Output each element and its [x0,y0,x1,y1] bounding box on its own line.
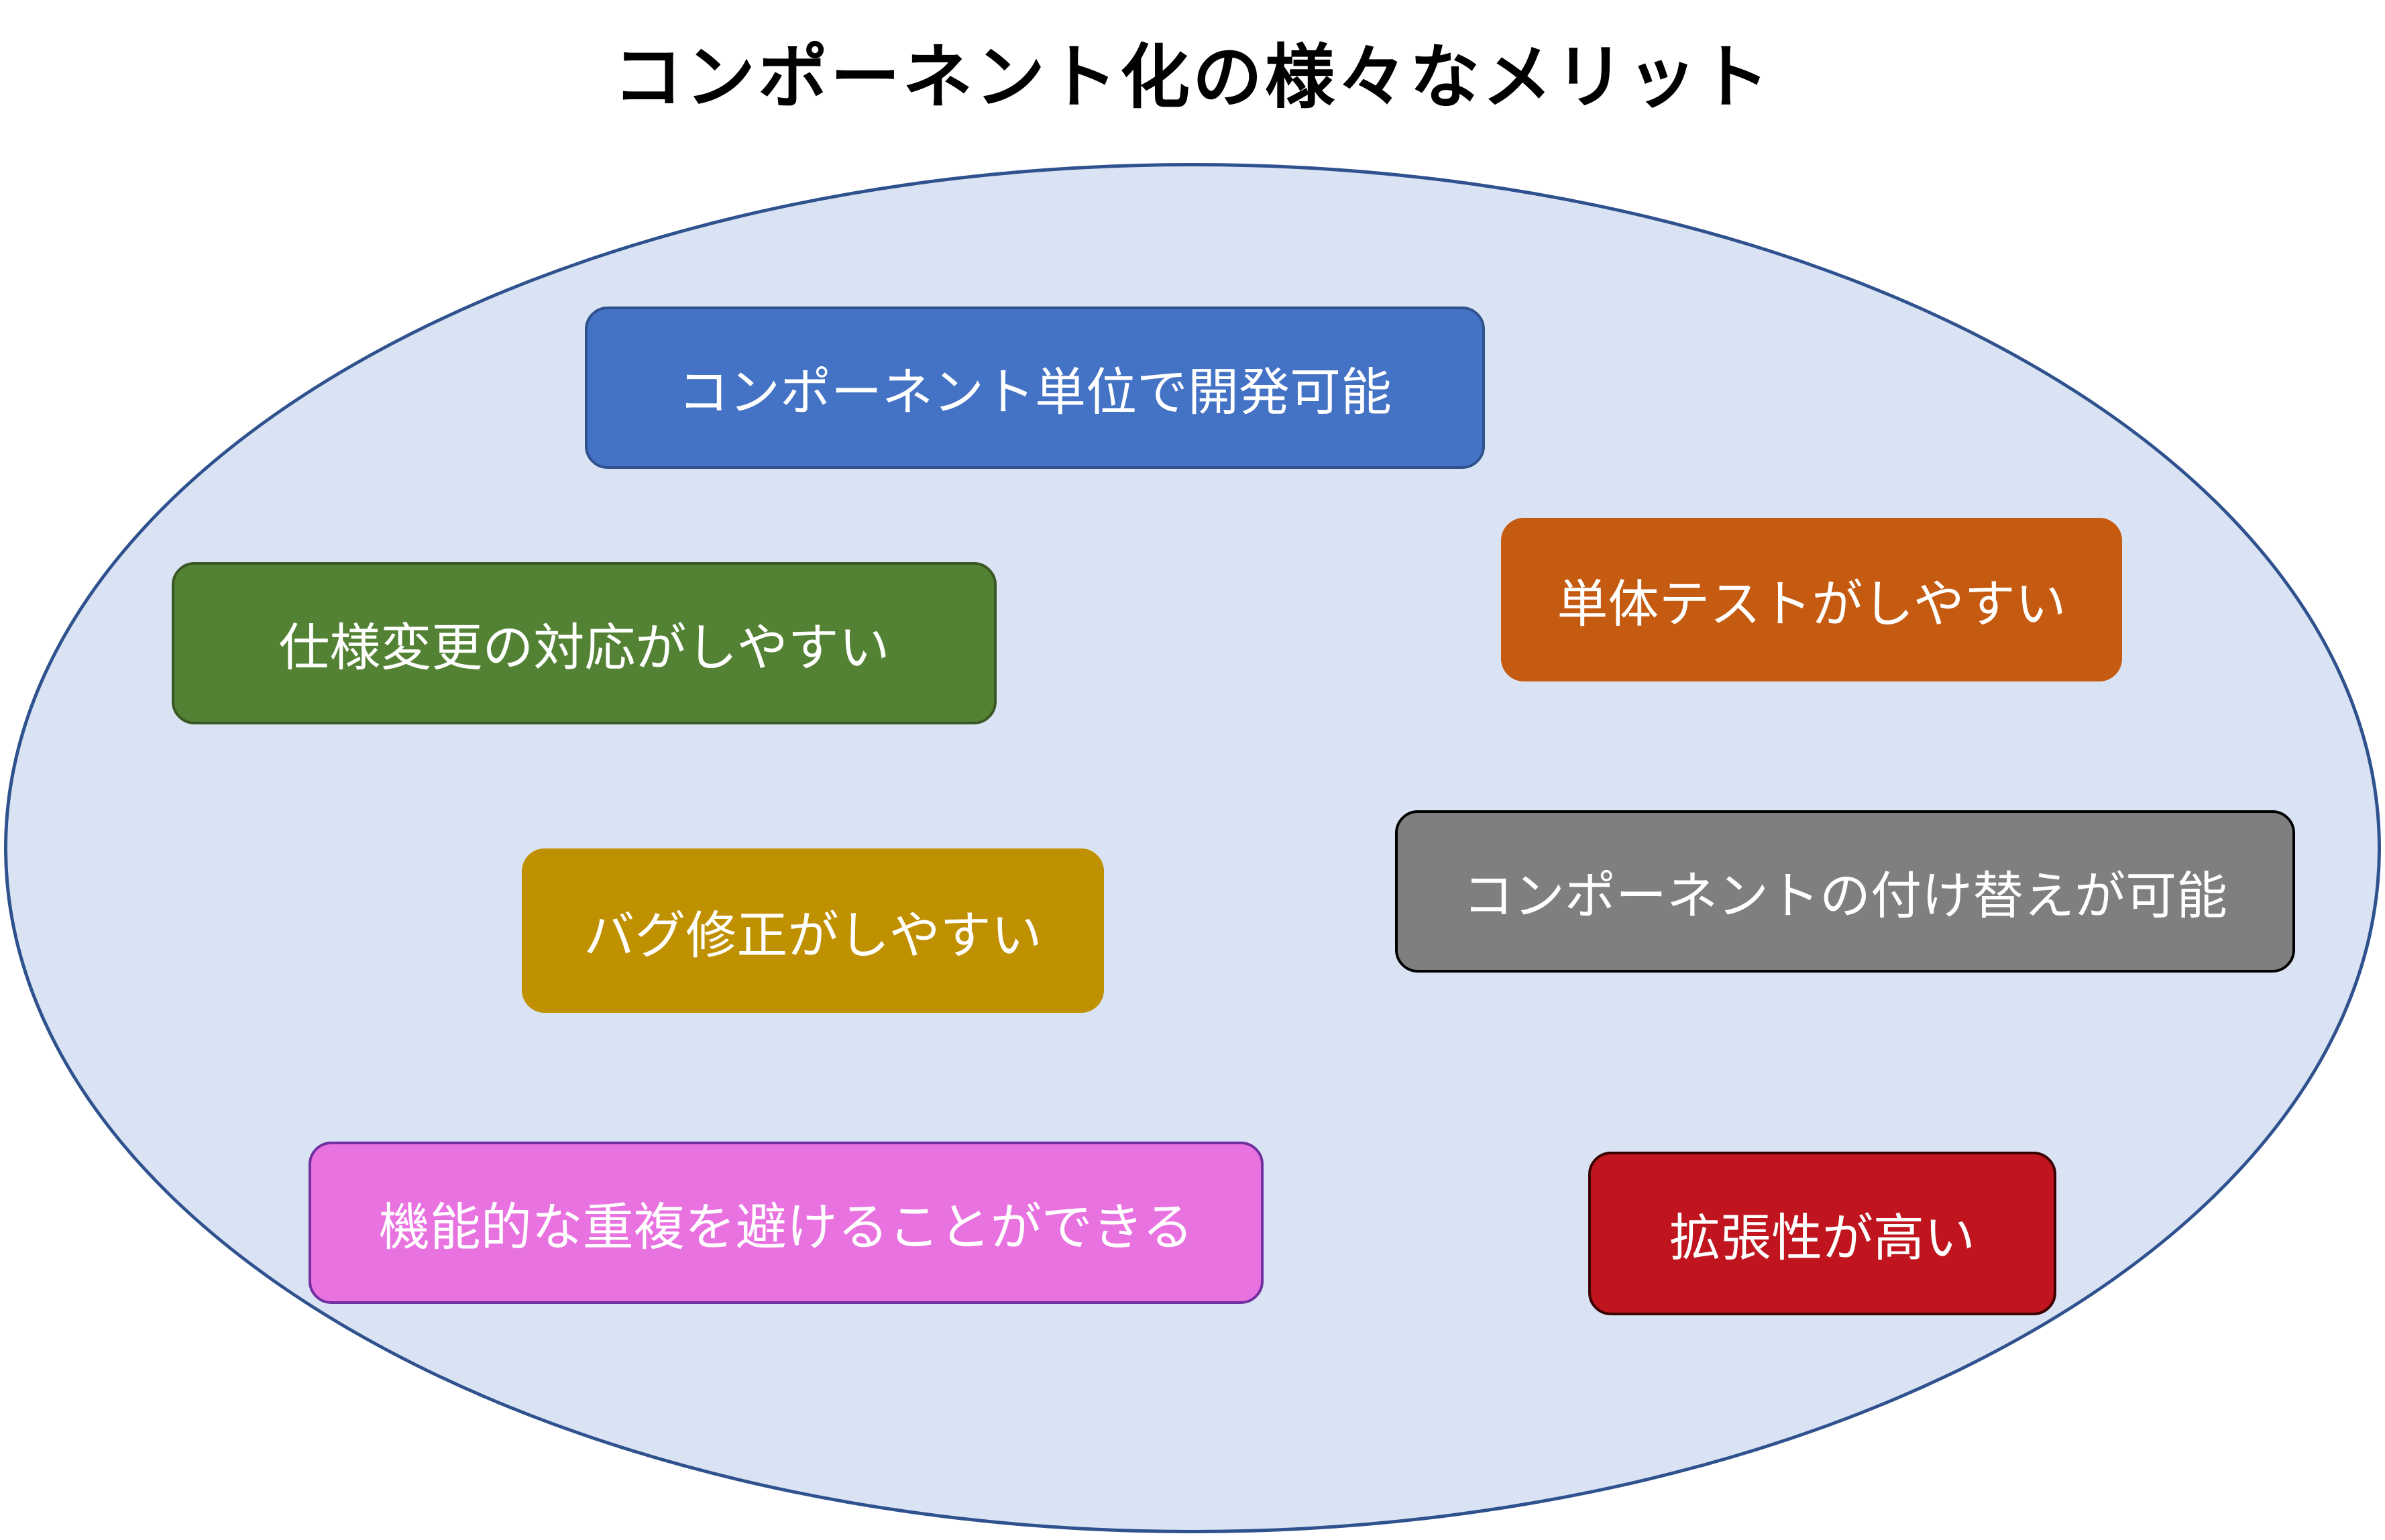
merit-label: コンポーネントの付け替えが可能 [1463,866,2227,926]
merit-easy-unit-test: 単体テストがしやすい [1501,518,2122,681]
merit-label: コンポーネント単位で開発可能 [678,362,1392,422]
merit-easy-bug-fix: バグ修正がしやすい [522,848,1104,1013]
merit-easy-spec-change: 仕様変更の対応がしやすい [172,562,997,724]
merit-label: 単体テストがしやすい [1557,574,2066,634]
merit-avoid-duplication: 機能的な重複を避けることができる [309,1142,1264,1304]
merit-label: バグ修正がしやすい [584,905,1042,965]
merit-high-extensibility: 拡張性が高い [1588,1152,2056,1315]
merit-label: 拡張性が高い [1669,1208,1975,1268]
merit-develop-per-component: コンポーネント単位で開発可能 [585,307,1485,469]
diagram-title: コンポーネント化の様々なメリット [612,36,1772,118]
merit-component-replaceable: コンポーネントの付け替えが可能 [1395,810,2295,973]
merit-label: 仕様変更の対応がしやすい [278,618,890,677]
merit-label: 機能的な重複を避けることができる [378,1197,1194,1257]
